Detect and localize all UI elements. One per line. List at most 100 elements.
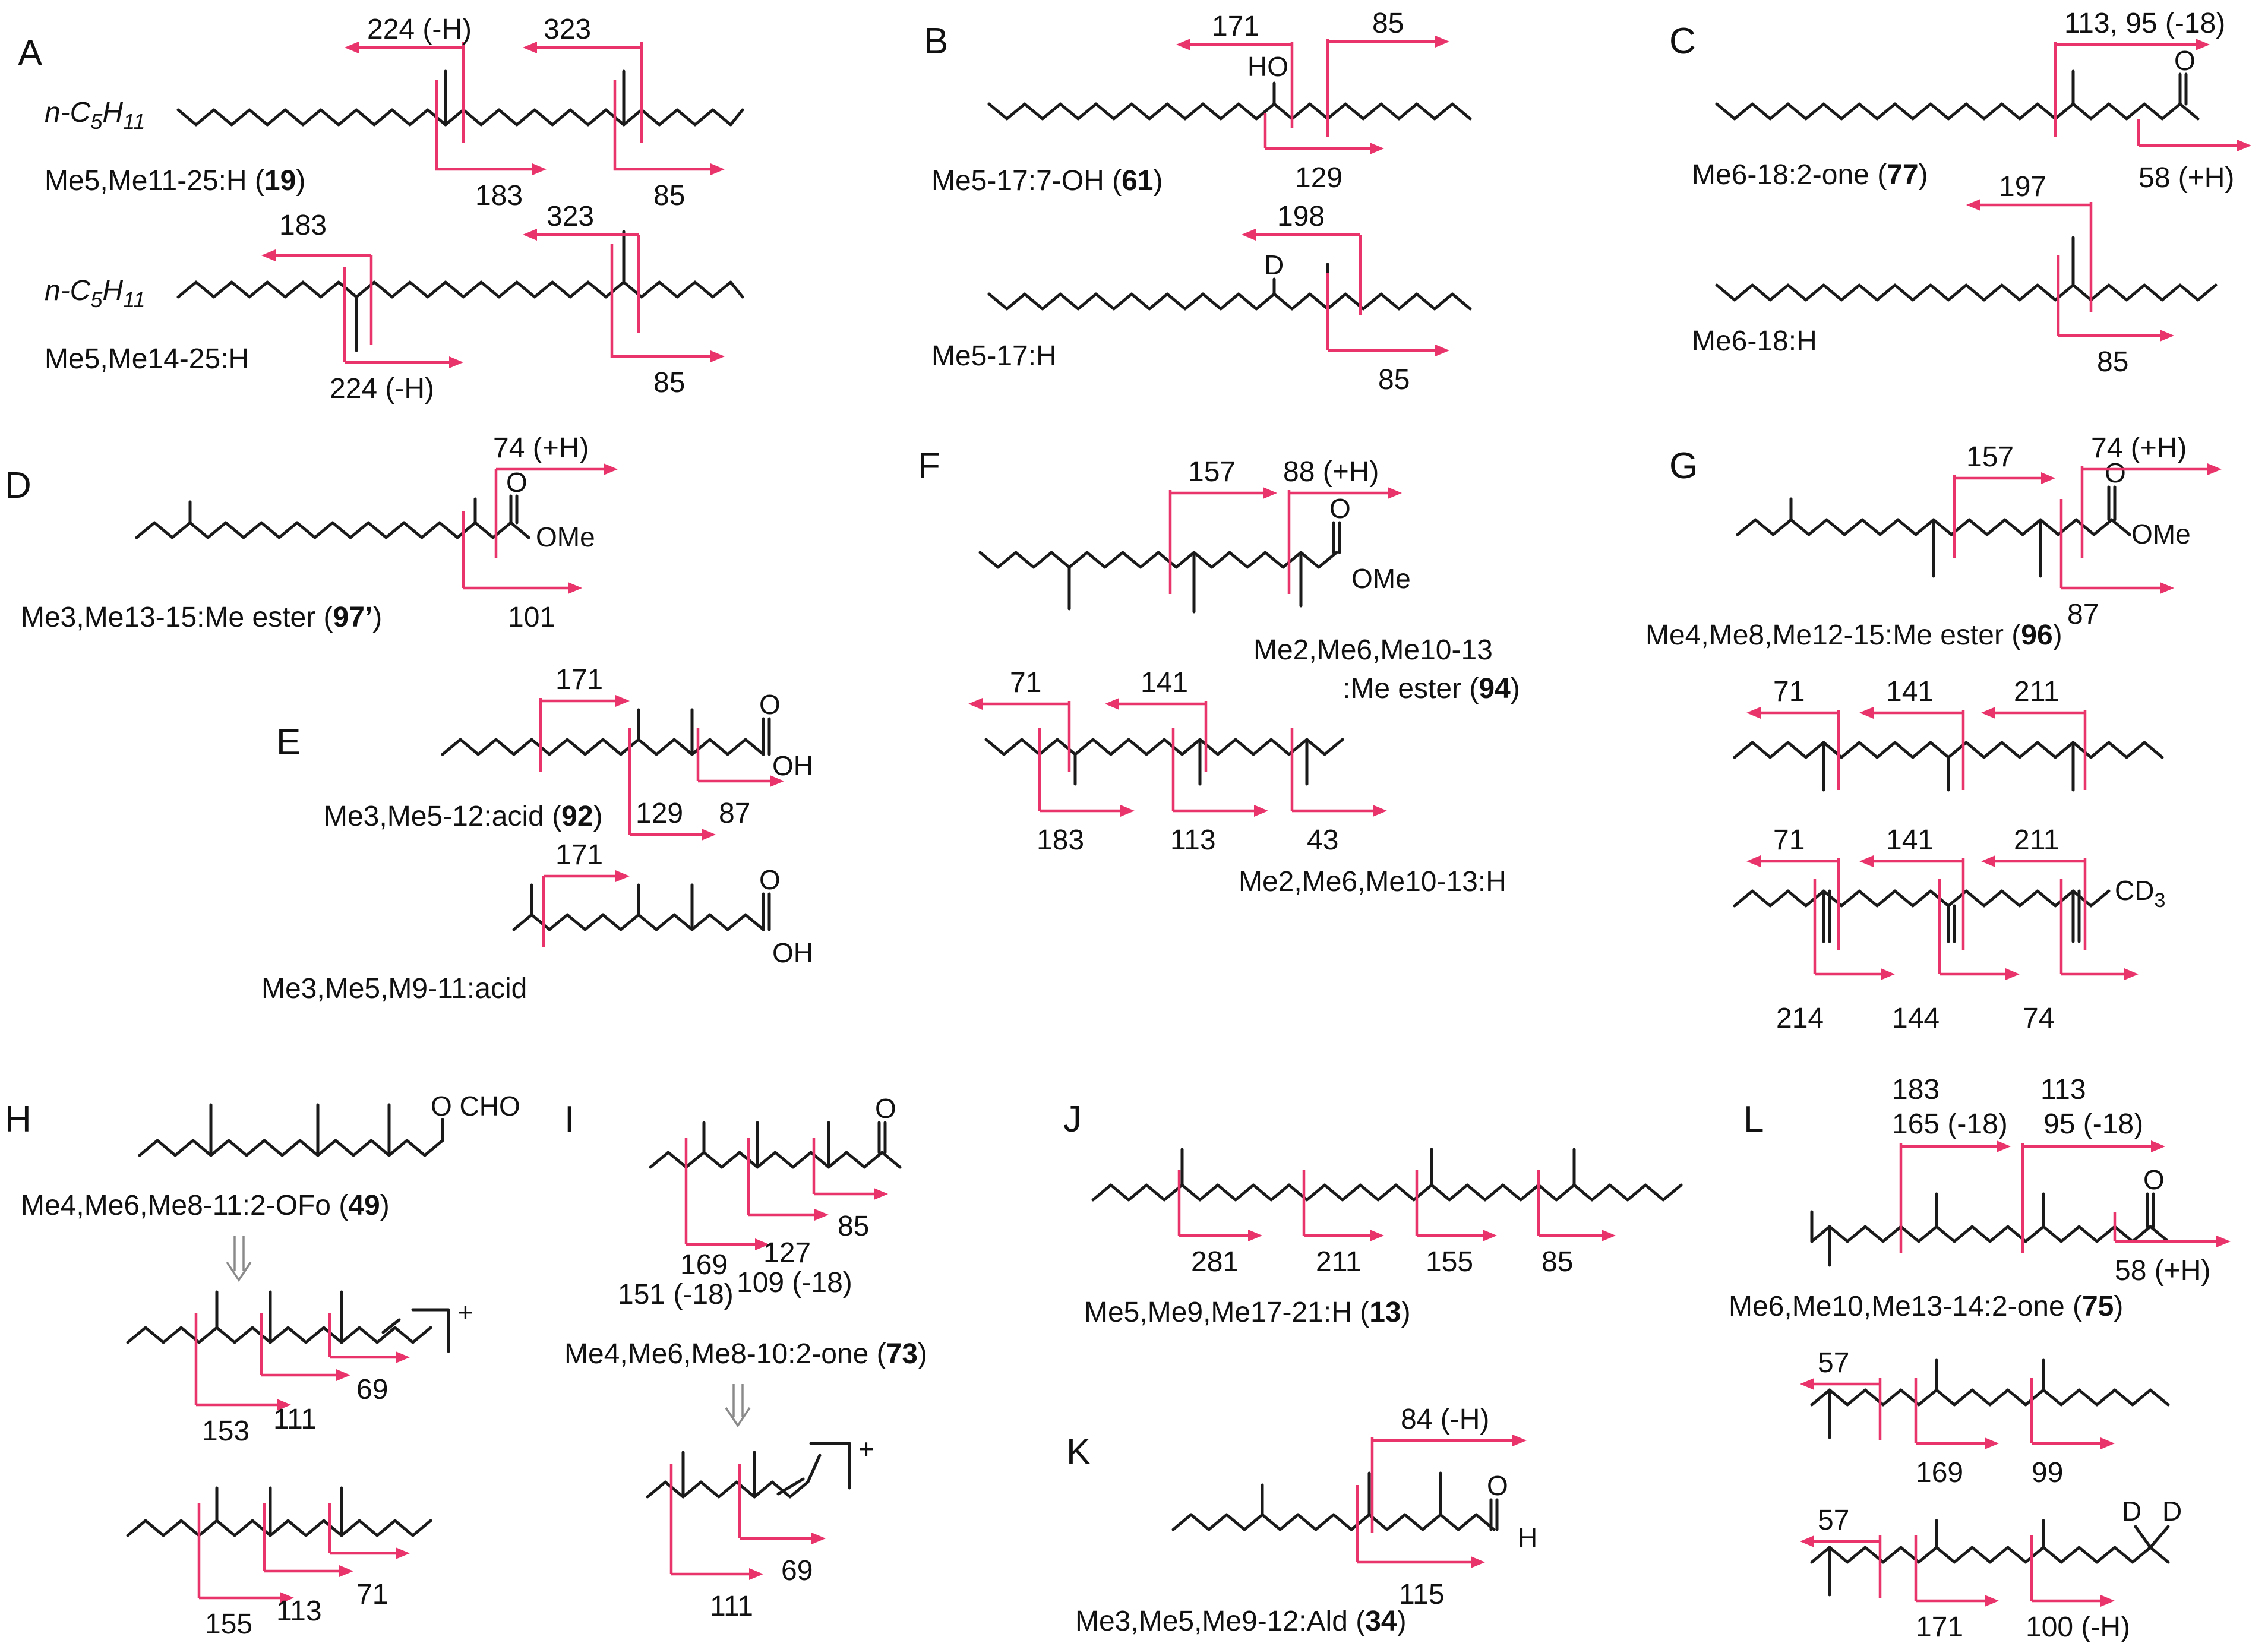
chain-l2 [1810, 1388, 2170, 1407]
fragment-label: 157 [1966, 441, 2014, 473]
panel-letter-a: A [18, 33, 43, 74]
fragment-label: 169 [1916, 1457, 1963, 1489]
substituent-pentyl-1: n-C5H11 [45, 97, 145, 134]
fragment-label: 84 (-H) [1401, 1404, 1489, 1435]
fragment-label: 43 [1307, 824, 1338, 856]
panel-letter-b: B [924, 21, 948, 62]
fragment-label: 183 [1037, 824, 1084, 856]
ester-group: OMe [2131, 519, 2191, 549]
fragment-label: 141 [1886, 676, 1934, 707]
compound-label: Me3,Me5,M9-11:acid [261, 973, 527, 1004]
chain-d [135, 521, 530, 539]
fragment-label: 155 [205, 1609, 252, 1640]
fragment-label: 74 [2023, 1003, 2054, 1034]
fragment-label: 87 [719, 798, 750, 829]
compound-label: Me5,Me11-25:H (19) [45, 165, 305, 197]
panel-g: O OMe 157 74 (+H) 87 Me4,Me8,Me12-15:Me … [1645, 432, 2222, 1034]
fragment-label: 111 [710, 1591, 753, 1622]
compound-label: Me2,Me6,Me10-13 [1253, 634, 1493, 666]
fragment-arrow [613, 148, 713, 171]
acid-group: OH [772, 750, 813, 781]
fragment-label: 71 [1773, 824, 1805, 856]
carbonyl-oxygen: O [2105, 457, 2126, 488]
fragment-label: 197 [1999, 171, 2046, 203]
panel-letter-f: F [918, 445, 940, 486]
compound-label: Me4,Me8,Me12-15:Me ester (96) [1645, 620, 2062, 651]
fragment-label: 155 [1426, 1246, 1473, 1278]
fragment-label: 171 [555, 839, 603, 871]
compound-label: Me2,Me6,Me10-13:H [1239, 866, 1506, 898]
fragment-label: 183 [475, 180, 523, 211]
chain-j [1091, 1183, 1683, 1202]
compound-label: Me4,Me6,Me8-11:2-OFo (49) [21, 1190, 390, 1221]
chain-l1 [1810, 1225, 2170, 1243]
fragment-label: 69 [356, 1374, 388, 1405]
carbonyl-oxygen: O [506, 467, 527, 498]
fragment-label: 57 [1818, 1505, 1849, 1536]
compound-label: Me4,Me6,Me8-10:2-one (73) [564, 1338, 927, 1370]
compound-label: Me3,Me5-12:acid (92) [324, 801, 603, 832]
chain-a1 [176, 108, 744, 127]
fragment-label: 157 [1188, 456, 1236, 488]
fragment-label: 85 [1372, 8, 1404, 39]
cation-bracket [411, 1308, 450, 1353]
fragment-arrow [435, 148, 535, 171]
fragment-label: 113 [2040, 1074, 2086, 1105]
fragment-label: 113 [1170, 824, 1216, 856]
panel-c: O 113, 95 (-18) 58 (+H) Me6-18:2-one (77… [1692, 8, 2251, 378]
panel-letter-d: D [5, 465, 31, 506]
fragment-label: 115 [1399, 1579, 1445, 1610]
fragment-label: 151 (-18) [618, 1279, 734, 1310]
compound-label: Me3,Me5,Me9-12:Ald (34) [1075, 1606, 1407, 1637]
chain-f2 [984, 738, 1344, 756]
fragment-label: 171 [1212, 11, 1259, 42]
panel-k: O H 84 (-H) 115 Me3,Me5,Me9-12:Ald (34) [1075, 1404, 1537, 1637]
fragment-label: 171 [555, 664, 603, 696]
panel-letter-c: C [1669, 21, 1696, 62]
panel-l: O 183 165 (-18) 113 95 (-18) 58 (+H) Me6… [1729, 1074, 2231, 1643]
fragment-label: 87 [2067, 599, 2099, 630]
carbonyl-oxygen: O [1329, 493, 1351, 524]
panel-h: O CHO Me4,Me6,Me8-11:2-OFo (49) + 153 11… [21, 1091, 520, 1640]
compound-label: Me6-18:H [1692, 326, 1817, 357]
fragment-label: 198 [1277, 201, 1325, 232]
fragment-label: 88 (+H) [1283, 456, 1379, 488]
fragment-label: 95 (-18) [2043, 1108, 2143, 1140]
panel-j: 281 211 155 85 Me5,Me9,Me17-21:H (13) [1084, 1148, 1683, 1328]
fragment-label: 85 [2097, 346, 2128, 378]
fragment-label: 85 [1542, 1246, 1573, 1278]
double-bond [776, 1477, 805, 1496]
panel-letter-j: J [1063, 1099, 1082, 1140]
chain-g3 [1733, 889, 2111, 908]
chain-b1 [987, 102, 1472, 121]
hydroxyl-label: HO [1247, 51, 1288, 82]
fragment-label: 165 (-18) [1892, 1108, 2008, 1140]
carbonyl-oxygen: O [759, 864, 781, 895]
compound-label: Me6-18:2-one (77) [1692, 159, 1928, 191]
chain-k [1171, 1513, 1496, 1531]
acid-group: OH [772, 937, 813, 968]
chain-e1 [441, 738, 765, 756]
chain-h2 [126, 1326, 432, 1344]
panel-e: O OH 171 129 87 Me3,Me5-12:acid (92) O O… [261, 664, 813, 1004]
fragment-label: 58 (+H) [2115, 1255, 2210, 1287]
fragment-arrow [610, 315, 713, 358]
panel-letter-h: H [5, 1099, 31, 1140]
fragment-label: 183 [1892, 1074, 1940, 1105]
fragment-label: 211 [2014, 676, 2059, 707]
fragment-label: 129 [1295, 162, 1343, 194]
double-bond [381, 1318, 401, 1334]
fragment-label: 141 [1886, 824, 1934, 856]
chain-c2 [1715, 283, 2218, 302]
fragment-label: 224 (-H) [330, 373, 434, 405]
transformation-arrow [226, 1262, 252, 1282]
panel-letter-l: L [1743, 1099, 1764, 1140]
fragment-label: 74 (+H) [493, 432, 589, 464]
cation-charge: + [457, 1297, 473, 1328]
aldehyde-h: H [1518, 1522, 1537, 1553]
fragment-label: 85 [1378, 364, 1410, 396]
ester-group: OMe [1351, 563, 1411, 594]
carbonyl-oxygen: O [759, 689, 781, 720]
fragment-label: 57 [1818, 1347, 1849, 1379]
panel-letter-e: E [276, 722, 301, 763]
